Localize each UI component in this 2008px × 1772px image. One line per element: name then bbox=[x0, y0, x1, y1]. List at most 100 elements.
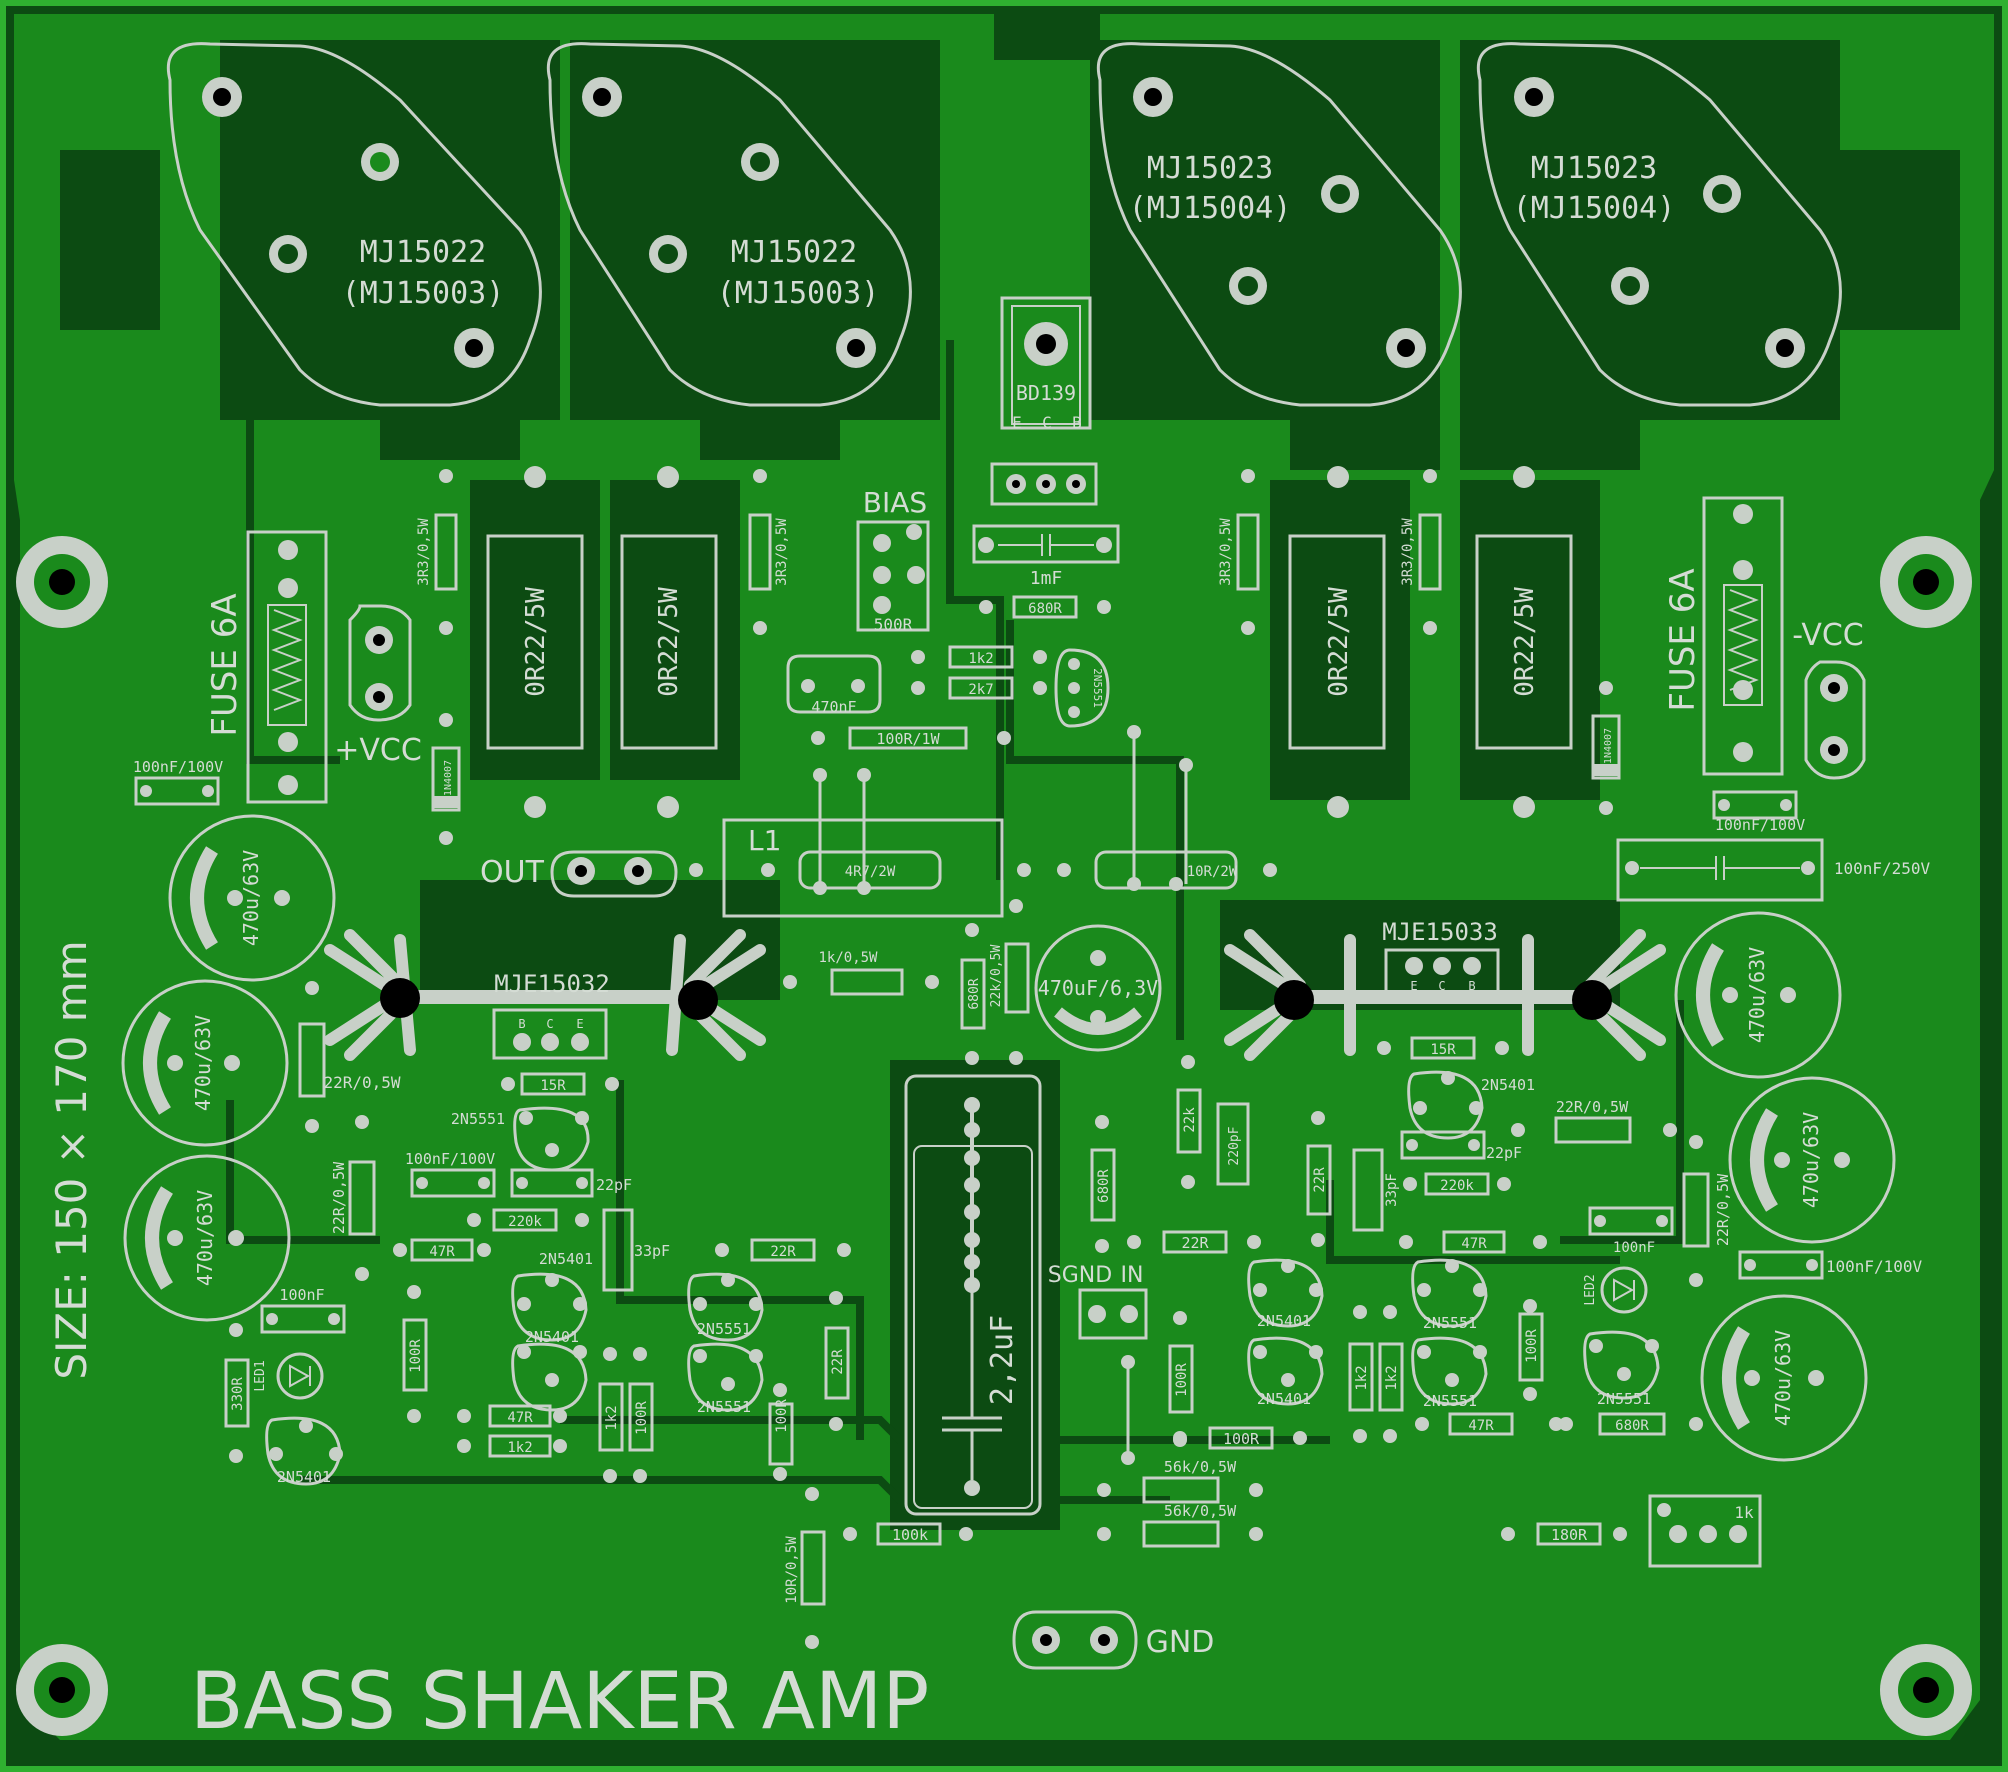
q2-alt: (MJ15003) bbox=[717, 276, 880, 311]
r1k2-right2-label: 1k2 bbox=[1384, 1365, 1400, 1390]
r15r-left-label: 15R bbox=[540, 1078, 566, 1094]
r680-right-label: 680R bbox=[1615, 1418, 1649, 1434]
power-transistor-q3: MJ15023 (MJ15004) bbox=[1097, 42, 1462, 407]
r180r-label: 180R bbox=[1551, 1526, 1588, 1544]
cap-100nf-left-label: 100nF bbox=[279, 1286, 324, 1304]
q-left-npn-label: 2N5551 bbox=[451, 1110, 505, 1128]
diodes: 1N4007 1N4007 bbox=[431, 681, 1621, 845]
mounting-holes bbox=[16, 536, 1972, 1736]
base-resistors: 3R3/0,5W 3R3/0,5W 3R3/0,5W 3R3/0,5W bbox=[416, 469, 1442, 635]
diode-1-label: 1N4007 bbox=[443, 760, 454, 796]
q-bias-npn-label: 2N5551 bbox=[1091, 668, 1104, 708]
r220k-right-label: 220k bbox=[1440, 1178, 1474, 1194]
power-transistor-q1: MJ15022 (MJ15003) bbox=[167, 42, 542, 407]
driver-right-pin-b: B bbox=[1468, 979, 1475, 993]
fuse-right-label: FUSE 6A bbox=[1663, 568, 1703, 711]
driver-left-label: MJE15032 bbox=[494, 970, 610, 998]
r680-center-label: 680R bbox=[967, 978, 982, 1009]
emitter-resistor-1: 0R22/5W bbox=[486, 466, 584, 818]
q4-name: MJ15023 bbox=[1531, 151, 1657, 186]
r220k-left-label: 220k bbox=[508, 1214, 542, 1230]
q2-name: MJ15022 bbox=[731, 235, 857, 270]
bias-label: BIAS bbox=[863, 486, 927, 519]
q-left-pnp2-label: 2N5401 bbox=[525, 1328, 579, 1346]
pot-500-label: 500R bbox=[874, 615, 913, 634]
bias-network: 1mF 680R 1k2 2k7 2N5551 470nF 100R/1W bbox=[786, 524, 1120, 750]
vcc-neg-connector: -VCC bbox=[1792, 618, 1866, 780]
r22r-05-right2-label: 22R/0,5W bbox=[1714, 1173, 1732, 1246]
gnd-connector: GND bbox=[1012, 1610, 1215, 1670]
r1k2-right-label: 1k2 bbox=[1354, 1365, 1370, 1390]
bd139-pin-c: C bbox=[1042, 413, 1052, 432]
cap-e5-label: 470u/63V bbox=[1799, 1112, 1823, 1208]
cap-e6: 470u/63V bbox=[1700, 1294, 1868, 1462]
driver-heatsink-left: MJE15032 B C E bbox=[324, 929, 766, 1061]
emitter-resistor-3: 0R22/5W bbox=[1288, 466, 1386, 818]
led1-label: LED1 bbox=[253, 1360, 268, 1391]
r1k2-bias-label: 1k2 bbox=[968, 651, 993, 667]
r1k2-left2-label: 1k2 bbox=[604, 1405, 620, 1430]
fuse-left: FUSE 6A bbox=[205, 530, 328, 804]
driver-left-pin-b: B bbox=[518, 1017, 525, 1031]
input-connector: SGND IN 100R 100R 56k/0,5W 56k/0,5W 100k… bbox=[784, 1263, 1307, 1649]
cap-e3: 470u/63V bbox=[123, 1154, 291, 1322]
driver-left-pin-e: E bbox=[576, 1017, 583, 1031]
cap-22pf-left-label: 22pF bbox=[596, 1176, 632, 1194]
fuse-right: FUSE 6A bbox=[1663, 496, 1784, 776]
driver-left-pin-c: C bbox=[546, 1017, 553, 1031]
emitter-resistor-4: 0R22/5W bbox=[1475, 466, 1573, 818]
cap-100nf-100v-top-left-label: 100nF/100V bbox=[133, 758, 223, 776]
r22r-05-left-label: 22R/0,5W bbox=[323, 1073, 400, 1092]
r330r-label: 330R bbox=[230, 1377, 246, 1411]
cap-e5: 470u/63V bbox=[1728, 1076, 1896, 1244]
cap-e4-label: 470u/63V bbox=[1745, 947, 1769, 1043]
r680-mid-label: 680R bbox=[1096, 1169, 1112, 1203]
gnd-label: GND bbox=[1146, 1625, 1215, 1660]
r2k7-bias-label: 2k7 bbox=[968, 682, 993, 698]
cap-220pf-label: 220pF bbox=[1227, 1126, 1242, 1165]
cap-e2: 470u/63V bbox=[121, 979, 289, 1147]
r47r-right2-label: 47R bbox=[1468, 1418, 1494, 1434]
cap-100nf-250v-label: 100nF/250V bbox=[1834, 859, 1931, 878]
driver-heatsink-right: MJE15033 E C B bbox=[1224, 918, 1666, 1061]
r100k-label: 100k bbox=[892, 1526, 928, 1544]
bd139-pin-e: E bbox=[1012, 413, 1022, 432]
q1-name: MJ15022 bbox=[360, 235, 486, 270]
q-right-pnp-label: 2N5401 bbox=[1481, 1076, 1535, 1094]
r47r-left-label: 47R bbox=[429, 1244, 455, 1260]
q1-alt: (MJ15003) bbox=[342, 276, 505, 311]
r10r-05-label: 10R/0,5W bbox=[784, 1536, 800, 1604]
driver-right-pin-e: E bbox=[1410, 979, 1417, 993]
cap-e1-label: 470u/63V bbox=[239, 850, 263, 946]
r100r-bottom-label: 100R bbox=[1223, 1430, 1260, 1448]
q-right-npn3-label: 2N5551 bbox=[1597, 1390, 1651, 1408]
q-right-pnp3-label: 2N5401 bbox=[1257, 1390, 1311, 1408]
board-size: SIZE: 150 × 170 mm bbox=[47, 940, 96, 1379]
r22r-right-label: 22R bbox=[1312, 1167, 1328, 1193]
cap-e2-label: 470u/63V bbox=[191, 1015, 215, 1111]
diode-2-label: 1N4007 bbox=[1603, 728, 1614, 764]
power-transistor-q4: MJ15023 (MJ15004) bbox=[1477, 42, 1842, 407]
bd139-pin-b: B bbox=[1072, 413, 1082, 432]
q3-alt: (MJ15004) bbox=[1129, 191, 1292, 226]
bd139-label: BD139 bbox=[1016, 381, 1076, 405]
r47r-left2-label: 47R bbox=[507, 1410, 533, 1426]
cap-2u2: 2,2uF bbox=[904, 1074, 1042, 1516]
emitter-resistor-2: 0R22/5W bbox=[620, 466, 718, 818]
pot-1k-label: 1k bbox=[1734, 1503, 1754, 1522]
r15r-right-label: 15R bbox=[1430, 1042, 1456, 1058]
r22r-05-right-label: 22R/0,5W bbox=[1556, 1098, 1629, 1116]
driver-right-pin-c: C bbox=[1438, 979, 1445, 993]
r1k2-left-label: 1k2 bbox=[507, 1440, 532, 1456]
r10r-2w-label: 10R/2W bbox=[1187, 864, 1238, 880]
fuse-left-label: FUSE 6A bbox=[205, 593, 245, 736]
bias-pot: BIAS 500R bbox=[856, 486, 930, 634]
emitter-resistor-3-label: 0R22/5W bbox=[1324, 587, 1354, 697]
vcc-neg-label: -VCC bbox=[1792, 618, 1863, 653]
cap-100nf-100v-left-label: 100nF/100V bbox=[405, 1150, 495, 1168]
cap-2u2-label: 2,2uF bbox=[985, 1315, 1020, 1405]
r100r-left-label: 100R bbox=[408, 1339, 424, 1373]
base-resistor-3-label: 3R3/0,5W bbox=[1218, 518, 1234, 586]
r22r-05-left2-label: 22R/0,5W bbox=[330, 1161, 348, 1234]
q4-alt: (MJ15004) bbox=[1513, 191, 1676, 226]
